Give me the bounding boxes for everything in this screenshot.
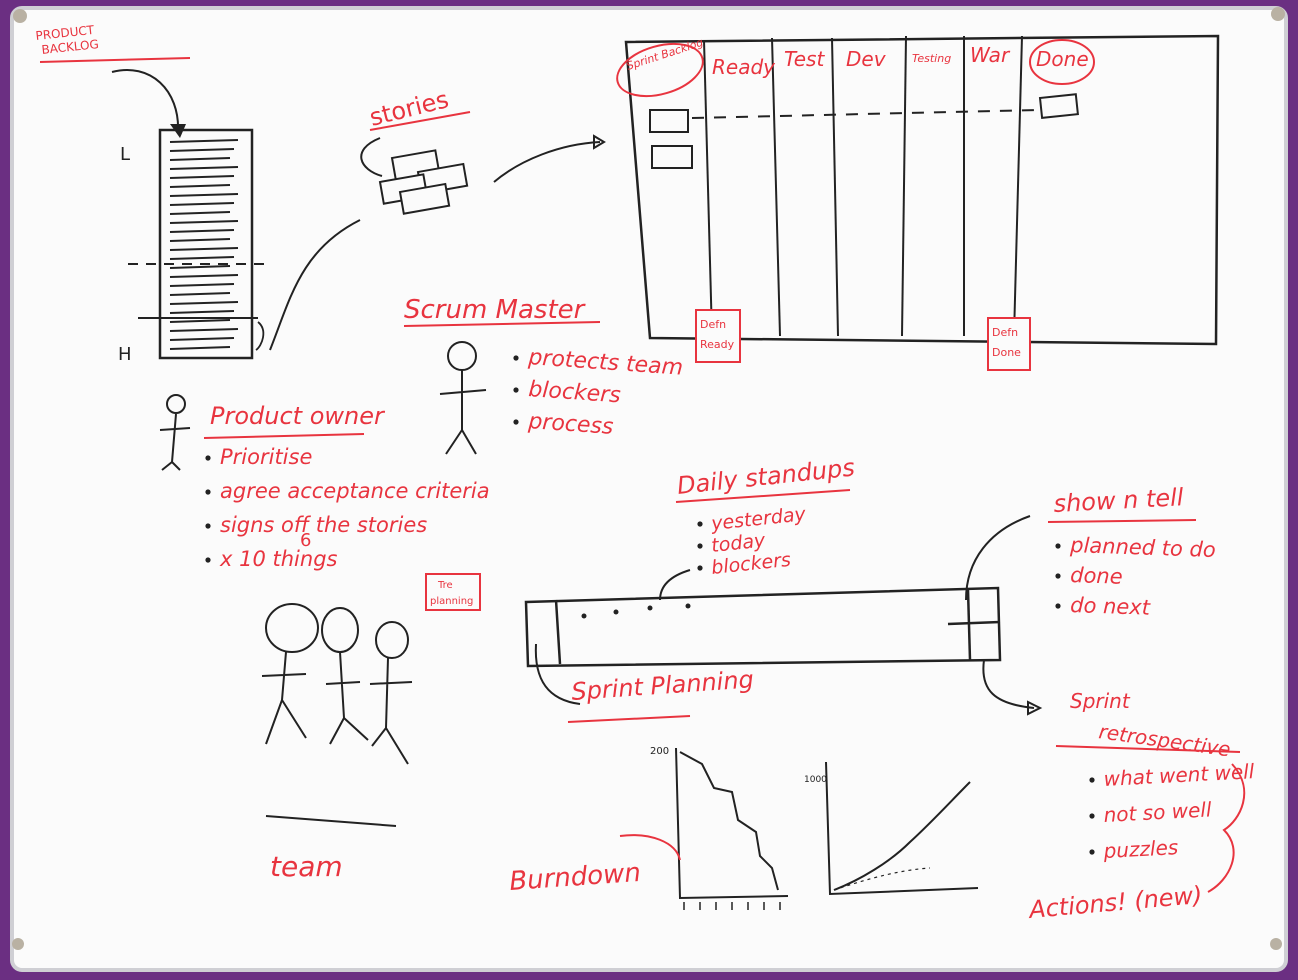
product-backlog: PRODUCT BACKLOG L H xyxy=(35,23,270,365)
backlog-items xyxy=(169,139,239,350)
backlog-item-line xyxy=(169,328,239,332)
bullet-dot xyxy=(205,523,211,529)
backlog-high-label: H xyxy=(118,344,132,365)
backlog-item-line xyxy=(169,139,239,143)
bullet-dot xyxy=(1089,849,1095,855)
bullet-dot xyxy=(697,543,703,549)
show-tell-title: show n tell xyxy=(1053,483,1185,518)
backlog-item-line xyxy=(169,229,235,233)
backlog-item-line xyxy=(169,238,231,242)
planning-note-line1: Tre xyxy=(437,580,453,591)
backlog-item-line xyxy=(169,220,239,224)
show-tell-item: planned to do xyxy=(1069,533,1216,562)
backlog-item-line xyxy=(169,184,231,188)
defn-ready-note-line1: Defn xyxy=(700,318,726,331)
scrum-master-title: Scrum Master xyxy=(404,295,587,325)
backlog-item-line xyxy=(169,274,239,278)
product-owner: Product owner Prioritise agree acceptance… xyxy=(159,394,490,611)
bullet-dot xyxy=(1055,573,1061,579)
backlog-item-line xyxy=(169,346,231,350)
defn-ready-note-line2: Ready xyxy=(700,338,735,351)
backlog-item-line xyxy=(169,292,231,296)
backlog-item-line xyxy=(169,175,235,179)
board-column-header: Test xyxy=(784,47,825,71)
backlog-item-line xyxy=(169,148,235,152)
bullet-dot xyxy=(1089,777,1095,783)
planning-note-line2: planning xyxy=(430,596,473,607)
bullet-dot xyxy=(205,489,211,495)
backlog-item-line xyxy=(169,301,239,305)
product-owner-item: x 10 things xyxy=(219,547,338,571)
backlog-item-line xyxy=(169,211,231,215)
defn-done-note-line1: Defn xyxy=(992,326,1018,339)
burnup-chart: 1000 xyxy=(804,761,979,896)
retro-title-line1: Sprint xyxy=(1070,689,1131,713)
po-superscript: 6 xyxy=(300,530,311,551)
bullet-dot xyxy=(697,521,703,527)
product-owner-item: Prioritise xyxy=(220,445,312,469)
backlog-item-line xyxy=(169,247,239,251)
defn-done-note-line2: Done xyxy=(992,346,1021,359)
product-owner-title: Product owner xyxy=(210,402,386,430)
backlog-title-line1: PRODUCT xyxy=(35,23,96,43)
scrum-master: Scrum Master protects teamblockersproces… xyxy=(403,295,684,455)
board-column-header: Testing xyxy=(912,52,951,65)
bullet-dot xyxy=(1055,543,1061,549)
show-tell-item: done xyxy=(1070,563,1123,589)
burndown-y-top: 200 xyxy=(650,746,669,757)
bullet-dot xyxy=(205,557,211,563)
bullet-dot xyxy=(1055,603,1061,609)
product-owner-item: agree acceptance criteria xyxy=(220,479,490,503)
backlog-item-line xyxy=(169,337,235,341)
corner-bracket xyxy=(1270,938,1282,950)
retro-item: not so well xyxy=(1103,797,1212,827)
backlog-item-line xyxy=(169,256,235,260)
backlog-item-line xyxy=(169,319,231,323)
corner-bracket xyxy=(13,9,27,23)
sprint-timeline xyxy=(524,586,1002,668)
backlog-low-label: L xyxy=(120,144,130,165)
bullet-dot xyxy=(513,419,519,425)
bullet-dot xyxy=(513,355,519,361)
backlog-item-line xyxy=(169,157,231,161)
backlog-title-line2: BACKLOG xyxy=(41,37,100,57)
backlog-item-line xyxy=(169,166,239,170)
backlog-item-line xyxy=(169,265,231,269)
team-label: team xyxy=(270,850,343,883)
board-column-header: Ready xyxy=(712,55,776,79)
bullet-dot xyxy=(1089,813,1095,819)
corner-bracket xyxy=(12,938,24,950)
bullet-dot xyxy=(513,387,519,393)
whiteboard-surface xyxy=(10,6,1288,972)
burnup-y-top: 1000 xyxy=(804,775,827,785)
show-tell-item: do next xyxy=(1070,593,1151,620)
retro-item: puzzles xyxy=(1102,835,1179,863)
burndown-chart: 200 Burndown xyxy=(508,746,789,910)
timeline-dots xyxy=(581,603,691,619)
bullet-dot xyxy=(205,455,211,461)
product-owner-item: signs off the stories xyxy=(220,513,427,537)
backlog-item-line xyxy=(169,202,235,206)
scrum-master-item: process xyxy=(527,409,615,440)
backlog-item-line xyxy=(169,310,235,314)
backlog-item-line xyxy=(169,283,235,287)
board-column-header: War xyxy=(970,43,1011,67)
board-column-header: Done xyxy=(1036,47,1089,71)
team xyxy=(261,603,413,827)
bullet-dot xyxy=(697,565,703,571)
backlog-item-line xyxy=(169,193,239,197)
corner-bracket xyxy=(1271,7,1285,21)
board-column-header: Dev xyxy=(846,47,887,71)
